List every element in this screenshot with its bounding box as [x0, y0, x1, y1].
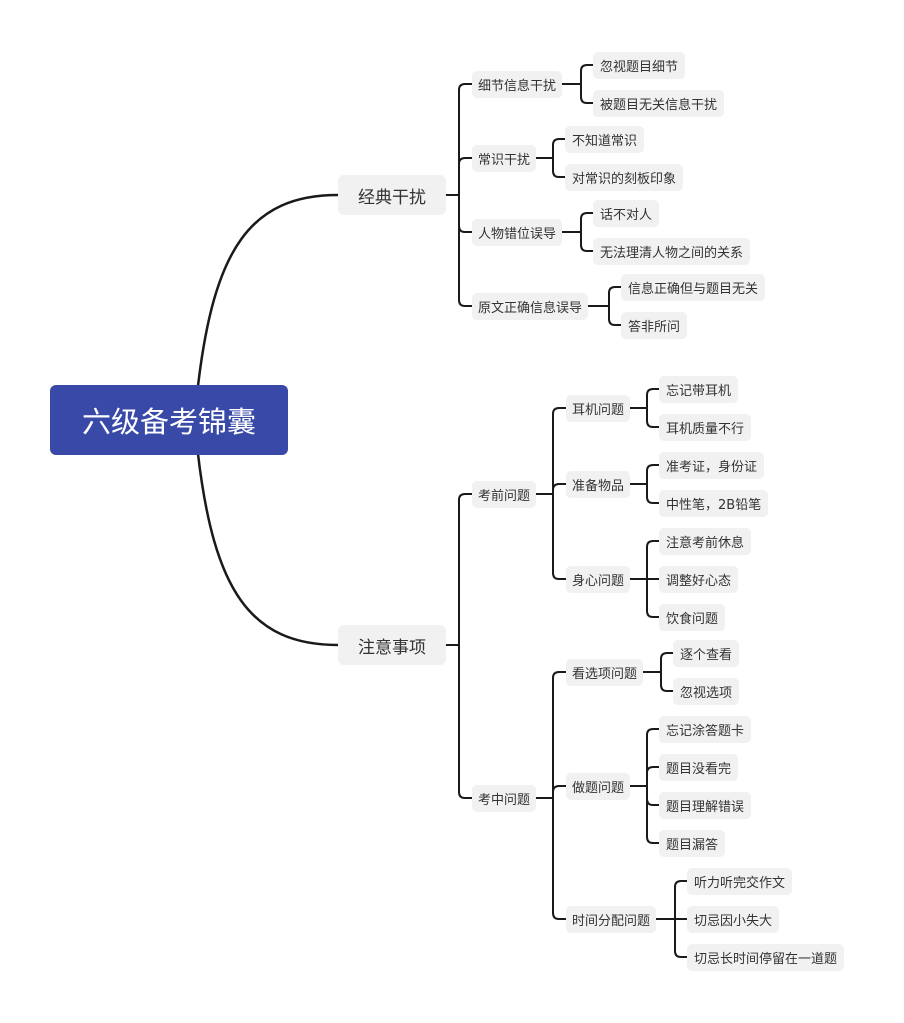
connector-line — [196, 193, 340, 388]
connector-line — [458, 157, 473, 165]
connector-line — [674, 950, 688, 958]
connector-line — [580, 64, 594, 72]
leaf-item[interactable]: 调整好心态 — [659, 566, 739, 593]
leaf-item[interactable]: 答非所问 — [621, 312, 688, 339]
leaf-item[interactable]: 准考证，身份证 — [659, 452, 765, 479]
leaf-item[interactable]: 忽视选项 — [673, 678, 740, 705]
connector-line — [580, 244, 594, 252]
leaf-item[interactable]: 听力听完交作文 — [687, 868, 793, 895]
leaf-item[interactable]: 逐个查看 — [673, 640, 740, 667]
leaf-item[interactable]: 忘记涂答题卡 — [659, 716, 752, 743]
connector-line — [552, 170, 566, 178]
leaf-item[interactable]: 忘记带耳机 — [659, 376, 739, 403]
leaf-item[interactable]: 饮食问题 — [659, 604, 726, 631]
subtopic-time-allocation[interactable]: 时间分配问题 — [566, 906, 657, 933]
root-node[interactable]: 六级备考锦囊 — [50, 385, 288, 455]
connector-line — [458, 791, 473, 799]
subtopic-character-misplacement[interactable]: 人物错位误导 — [472, 219, 563, 246]
connector-line — [552, 483, 567, 491]
leaf-item[interactable]: 注意考前休息 — [659, 528, 752, 555]
subtopic-before-exam[interactable]: 考前问题 — [472, 481, 537, 508]
subtopic-correct-info-misleading[interactable]: 原文正确信息误导 — [472, 293, 589, 320]
leaf-item[interactable]: 被题目无关信息干扰 — [593, 90, 725, 117]
topic-notes[interactable]: 注意事项 — [338, 625, 446, 665]
connector-line — [458, 225, 473, 233]
connector-line — [646, 610, 660, 618]
connector-line — [660, 652, 674, 660]
leaf-item[interactable]: 对常识的刻板印象 — [565, 164, 684, 191]
leaf-item[interactable]: 无法理清人物之间的关系 — [593, 238, 751, 265]
connector-line — [646, 798, 660, 806]
connector-line — [646, 728, 660, 736]
subtopic-body-mind[interactable]: 身心问题 — [566, 566, 631, 593]
leaf-item[interactable]: 中性笔，2B铅笔 — [659, 490, 769, 517]
connector-line — [674, 880, 688, 888]
subtopic-common-sense-interference[interactable]: 常识干扰 — [472, 145, 537, 172]
leaf-item[interactable]: 耳机质量不行 — [659, 414, 752, 441]
leaf-item[interactable]: 信息正确但与题目无关 — [621, 274, 766, 301]
leaf-item[interactable]: 题目没看完 — [659, 754, 739, 781]
leaf-item[interactable]: 题目漏答 — [659, 830, 726, 857]
subtopic-earphone-problem[interactable]: 耳机问题 — [566, 395, 631, 422]
connector-line — [580, 96, 594, 104]
leaf-item[interactable]: 不知道常识 — [565, 126, 645, 153]
connector-line — [196, 452, 340, 647]
subtopic-detail-interference[interactable]: 细节信息干扰 — [472, 71, 563, 98]
connector-line — [646, 836, 660, 844]
connector-line — [552, 912, 567, 920]
connector-line — [646, 766, 660, 774]
leaf-item[interactable]: 切忌因小失大 — [687, 906, 780, 933]
connector-line — [608, 318, 622, 326]
connector-line — [580, 212, 594, 220]
connector-line — [646, 388, 660, 396]
topic-classic-interference[interactable]: 经典干扰 — [338, 175, 446, 215]
leaf-item[interactable]: 话不对人 — [593, 200, 660, 227]
connector-line — [552, 407, 567, 415]
connector-line — [552, 785, 567, 793]
connector-line — [458, 83, 473, 91]
connector-line — [552, 138, 566, 146]
connector-line — [646, 540, 660, 548]
connector-line — [552, 671, 567, 679]
subtopic-option-reading[interactable]: 看选项问题 — [566, 659, 644, 686]
subtopic-during-exam[interactable]: 考中问题 — [472, 785, 537, 812]
connector-line — [458, 299, 473, 307]
connector-line — [552, 572, 567, 580]
connector-line — [660, 684, 674, 692]
leaf-item[interactable]: 题目理解错误 — [659, 792, 752, 819]
connector-line — [608, 286, 622, 294]
leaf-item[interactable]: 切忌长时间停留在一道题 — [687, 944, 845, 971]
connector-line — [458, 493, 473, 501]
leaf-item[interactable]: 忽视题目细节 — [593, 52, 686, 79]
connector-line — [646, 496, 660, 504]
subtopic-prepare-items[interactable]: 准备物品 — [566, 471, 631, 498]
connector-line — [646, 420, 660, 428]
connector-line — [646, 464, 660, 472]
subtopic-answering[interactable]: 做题问题 — [566, 773, 631, 800]
